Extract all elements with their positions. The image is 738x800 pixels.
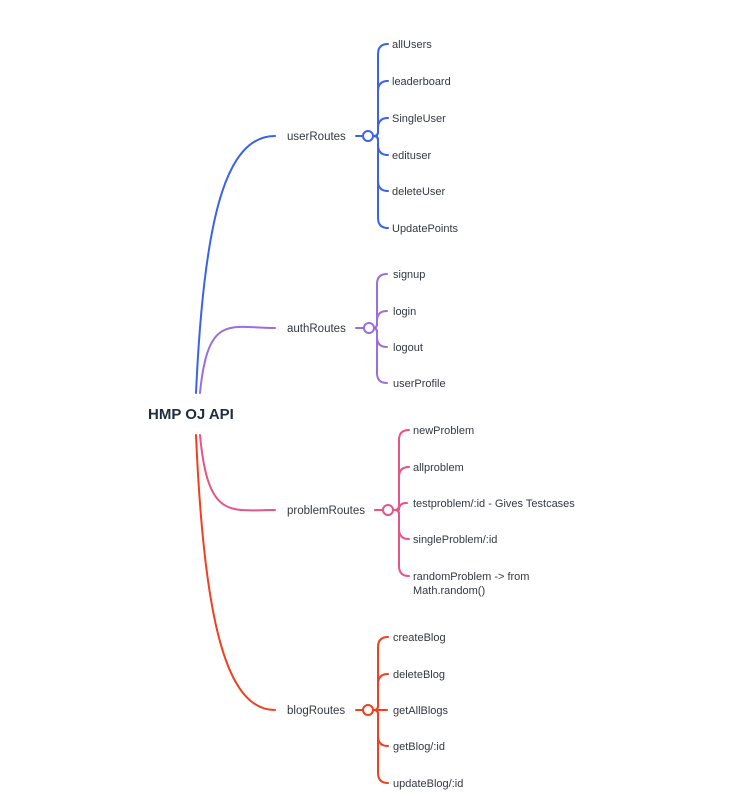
branch-label-blogRoutes[interactable]: blogRoutes [287, 705, 345, 717]
leaf-label-authRoutes-2[interactable]: logout [393, 342, 423, 354]
branch-toggle-blogRoutes[interactable] [362, 704, 374, 716]
nodes: HMP OJ API userRoutes allUsers leaderboard… [148, 39, 575, 790]
leaf-label-blogRoutes-0[interactable]: createBlog [393, 632, 446, 644]
leaf-label-userRoutes-0[interactable]: allUsers [392, 39, 432, 51]
branch-label-userRoutes[interactable]: userRoutes [287, 131, 346, 143]
connector-leaf-problemRoutes-4 [387, 509, 410, 577]
connector-root-authRoutes [199, 325, 276, 394]
connector-leaf-userRoutes-5 [367, 135, 389, 229]
leaf-label-authRoutes-1[interactable]: login [393, 306, 416, 318]
leaf-label-blogRoutes-3[interactable]: getBlog/:id [393, 741, 445, 753]
leaf-label-blogRoutes-1[interactable]: deleteBlog [393, 669, 445, 681]
connector-root-blogRoutes [195, 434, 276, 711]
connector-root-userRoutes [195, 135, 276, 394]
leaf-label-blogRoutes-2[interactable]: getAllBlogs [393, 705, 449, 717]
leaf-label-problemRoutes-1[interactable]: allproblem [413, 462, 464, 474]
leaf-label-userRoutes-5[interactable]: UpdatePoints [392, 223, 459, 235]
branch-label-authRoutes[interactable]: authRoutes [287, 323, 346, 335]
leaf-label-problemRoutes-2[interactable]: testproblem/:id - Gives Testcases [413, 498, 575, 510]
leaf-label-userRoutes-2[interactable]: SingleUser [392, 113, 446, 125]
connector-root-problemRoutes [199, 434, 276, 512]
branch-label-problemRoutes[interactable]: problemRoutes [287, 505, 365, 517]
connector-leaf-blogRoutes-1 [367, 673, 389, 711]
leaf-label-problemRoutes-3[interactable]: singleProblem/:id [413, 534, 497, 546]
connector-leaf-authRoutes-3 [368, 327, 388, 384]
leaf-label-authRoutes-3[interactable]: userProfile [393, 378, 446, 390]
leaf-label-problemRoutes-0[interactable]: newProblem [413, 425, 474, 437]
root-node-label[interactable]: HMP OJ API [148, 406, 234, 423]
branch-toggle-userRoutes[interactable] [362, 130, 374, 142]
leaf-label-userRoutes-4[interactable]: deleteUser [392, 186, 446, 198]
leaf-label-userRoutes-1[interactable]: leaderboard [392, 76, 451, 88]
connector-leaf-blogRoutes-4 [367, 709, 389, 784]
leaf-label-userRoutes-3[interactable]: edituser [392, 150, 431, 162]
branch-toggle-authRoutes[interactable] [363, 322, 375, 334]
branch-toggle-problemRoutes[interactable] [382, 504, 394, 516]
leaf-label-blogRoutes-4[interactable]: updateBlog/:id [393, 778, 463, 790]
leaf-label-authRoutes-0[interactable]: signup [393, 269, 425, 281]
